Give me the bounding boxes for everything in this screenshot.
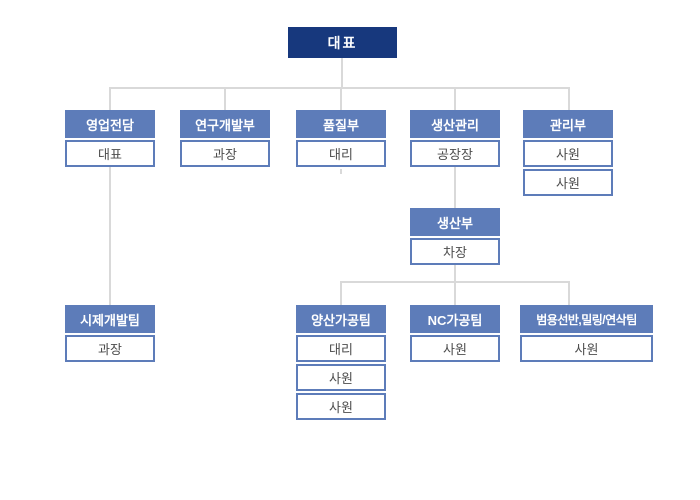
connector-drop-nc-team [454,281,456,305]
connector-drop-sales [109,87,111,110]
org-node-sales: 영업전담 대표 [65,110,155,167]
org-node-member: 대리 [296,335,386,362]
org-node-title: 연구개발부 [180,110,270,138]
org-node-member: 사원 [296,393,386,420]
connector-top-horizontal [109,87,570,89]
org-node-production-dept: 생산부 차장 [410,208,500,265]
org-node-ceo-label: 대표 [327,34,358,51]
org-node-quality: 품질부 대리 [296,110,386,167]
org-node-member: 사원 [410,335,500,362]
org-node-admin: 관리부 사원 사원 [523,110,613,196]
org-node-member: 과장 [65,335,155,362]
connector-drop-quality [340,87,342,110]
org-node-lathe-milling-team: 범용선반,밀링/연삭팀 사원 [520,305,653,362]
org-node-member: 사원 [523,169,613,196]
connector-production-dept-drop [454,265,456,282]
org-node-title: 범용선반,밀링/연삭팀 [520,305,653,333]
connector-drop-lathe-milling-team [568,281,570,305]
connector-sales-to-prototype-team [109,167,111,305]
connector-production-mgmt-to-production-dept [454,167,456,208]
connector-drop-rnd [224,87,226,110]
org-node-member: 공장장 [410,140,500,167]
org-node-member: 과장 [180,140,270,167]
org-node-mass-production-team: 양산가공팀 대리 사원 사원 [296,305,386,420]
org-node-member: 사원 [520,335,653,362]
connector-quality-stub [340,169,342,174]
org-node-title: 품질부 [296,110,386,138]
org-node-production-mgmt: 생산관리 공장장 [410,110,500,167]
connector-drop-production-mgmt [454,87,456,110]
connector-drop-mass-production-team [340,281,342,305]
org-node-rnd: 연구개발부 과장 [180,110,270,167]
org-node-title: 생산부 [410,208,500,236]
org-node-title: 시제개발팀 [65,305,155,333]
org-node-title: 생산관리 [410,110,500,138]
org-node-title: 양산가공팀 [296,305,386,333]
org-node-nc-team: NC가공팀 사원 [410,305,500,362]
org-node-prototype-team: 시제개발팀 과장 [65,305,155,362]
connector-drop-admin [568,87,570,110]
org-node-title: 관리부 [523,110,613,138]
org-node-member: 사원 [523,140,613,167]
org-node-title: NC가공팀 [410,305,500,333]
org-node-member: 차장 [410,238,500,265]
org-node-member: 대표 [65,140,155,167]
connector-root-drop [341,58,343,87]
org-node-member: 사원 [296,364,386,391]
org-node-ceo: 대표 [288,27,397,58]
org-node-title: 영업전담 [65,110,155,138]
org-node-member: 대리 [296,140,386,167]
